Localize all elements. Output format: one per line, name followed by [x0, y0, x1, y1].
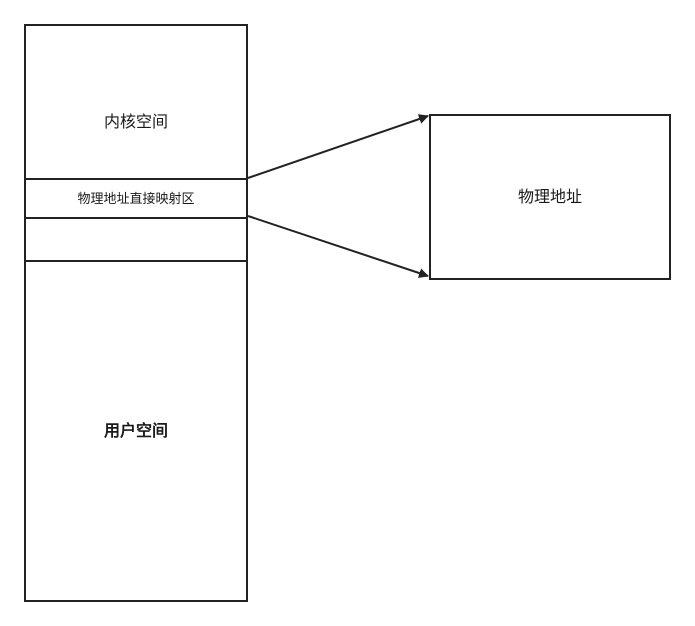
user-space-label: 用户空间	[103, 421, 168, 440]
physical-address-box: 物理地址	[429, 114, 671, 280]
kernel-space-segment: 内核空间	[26, 26, 246, 178]
kernel-space-label: 内核空间	[103, 112, 168, 131]
direct-map-lower-divider	[26, 217, 246, 219]
physical-address-label: 物理地址	[517, 187, 582, 206]
direct-map-label: 物理地址直接映射区	[77, 191, 195, 207]
lower-mapping-arrow	[247, 215, 429, 278]
user-space-segment: 用户空间	[26, 262, 246, 600]
upper-mapping-arrow	[247, 114, 429, 179]
user-space-divider	[26, 260, 246, 262]
blank-segment	[26, 219, 246, 260]
direct-map-segment: 物理地址直接映射区	[26, 180, 246, 218]
physical-address-segment: 物理地址	[431, 116, 669, 278]
virtual-address-space-column: 内核空间 物理地址直接映射区 用户空间	[24, 24, 248, 602]
kernel-direct-map-divider	[26, 178, 246, 180]
